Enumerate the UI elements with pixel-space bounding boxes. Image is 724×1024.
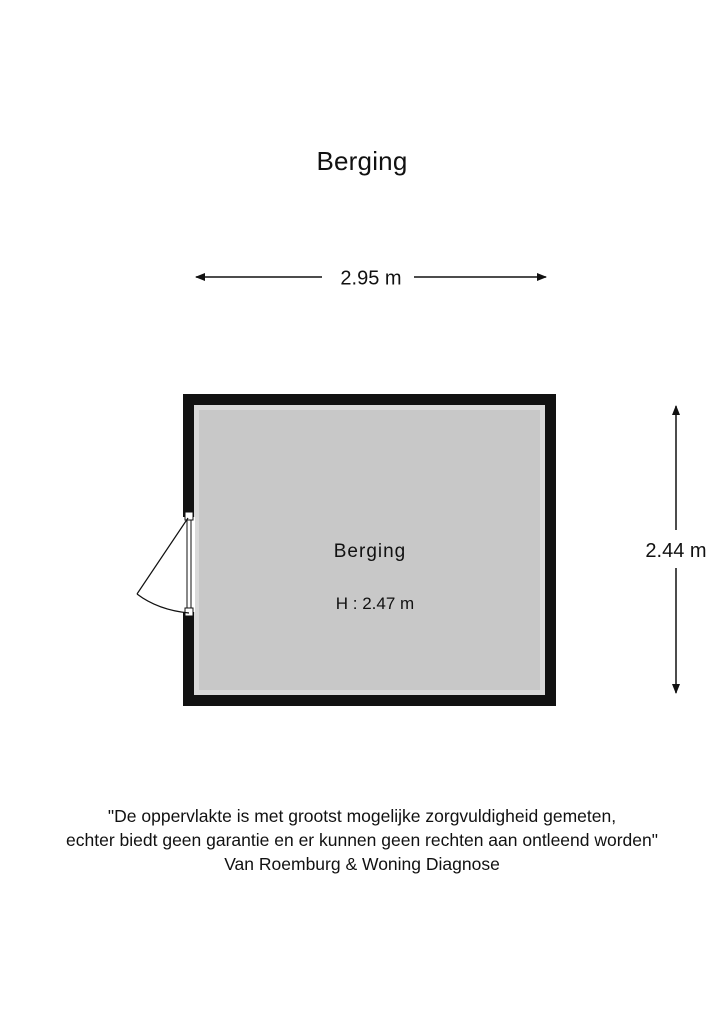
door-swing-arc <box>136 593 190 614</box>
disclaimer-line-1: "De oppervlakte is met grootst mogelijke… <box>107 806 617 826</box>
room-name-label: Berging <box>334 541 407 562</box>
door-jamb-bottom <box>184 607 194 617</box>
room-floor <box>199 410 540 690</box>
door <box>136 511 195 617</box>
door-opening <box>182 517 195 612</box>
width-dimension-label: 2.95 m <box>340 268 401 290</box>
plan-title: Berging <box>316 146 408 176</box>
height-dimension: 2.44 m <box>645 405 707 694</box>
door-jamb-top <box>184 511 194 521</box>
room-height-label: H : 2.47 m <box>336 594 414 613</box>
room-berging: Berging H : 2.47 m <box>183 394 556 706</box>
disclaimer-line-3: Van Roemburg & Woning Diagnose <box>224 854 500 874</box>
height-dimension-label: 2.44 m <box>645 540 706 562</box>
width-dimension: 2.95 m <box>195 268 547 290</box>
door-leaf <box>136 517 189 595</box>
disclaimer: "De oppervlakte is met grootst mogelijke… <box>0 804 724 876</box>
disclaimer-line-2: echter biedt geen garantie en er kunnen … <box>66 830 658 850</box>
